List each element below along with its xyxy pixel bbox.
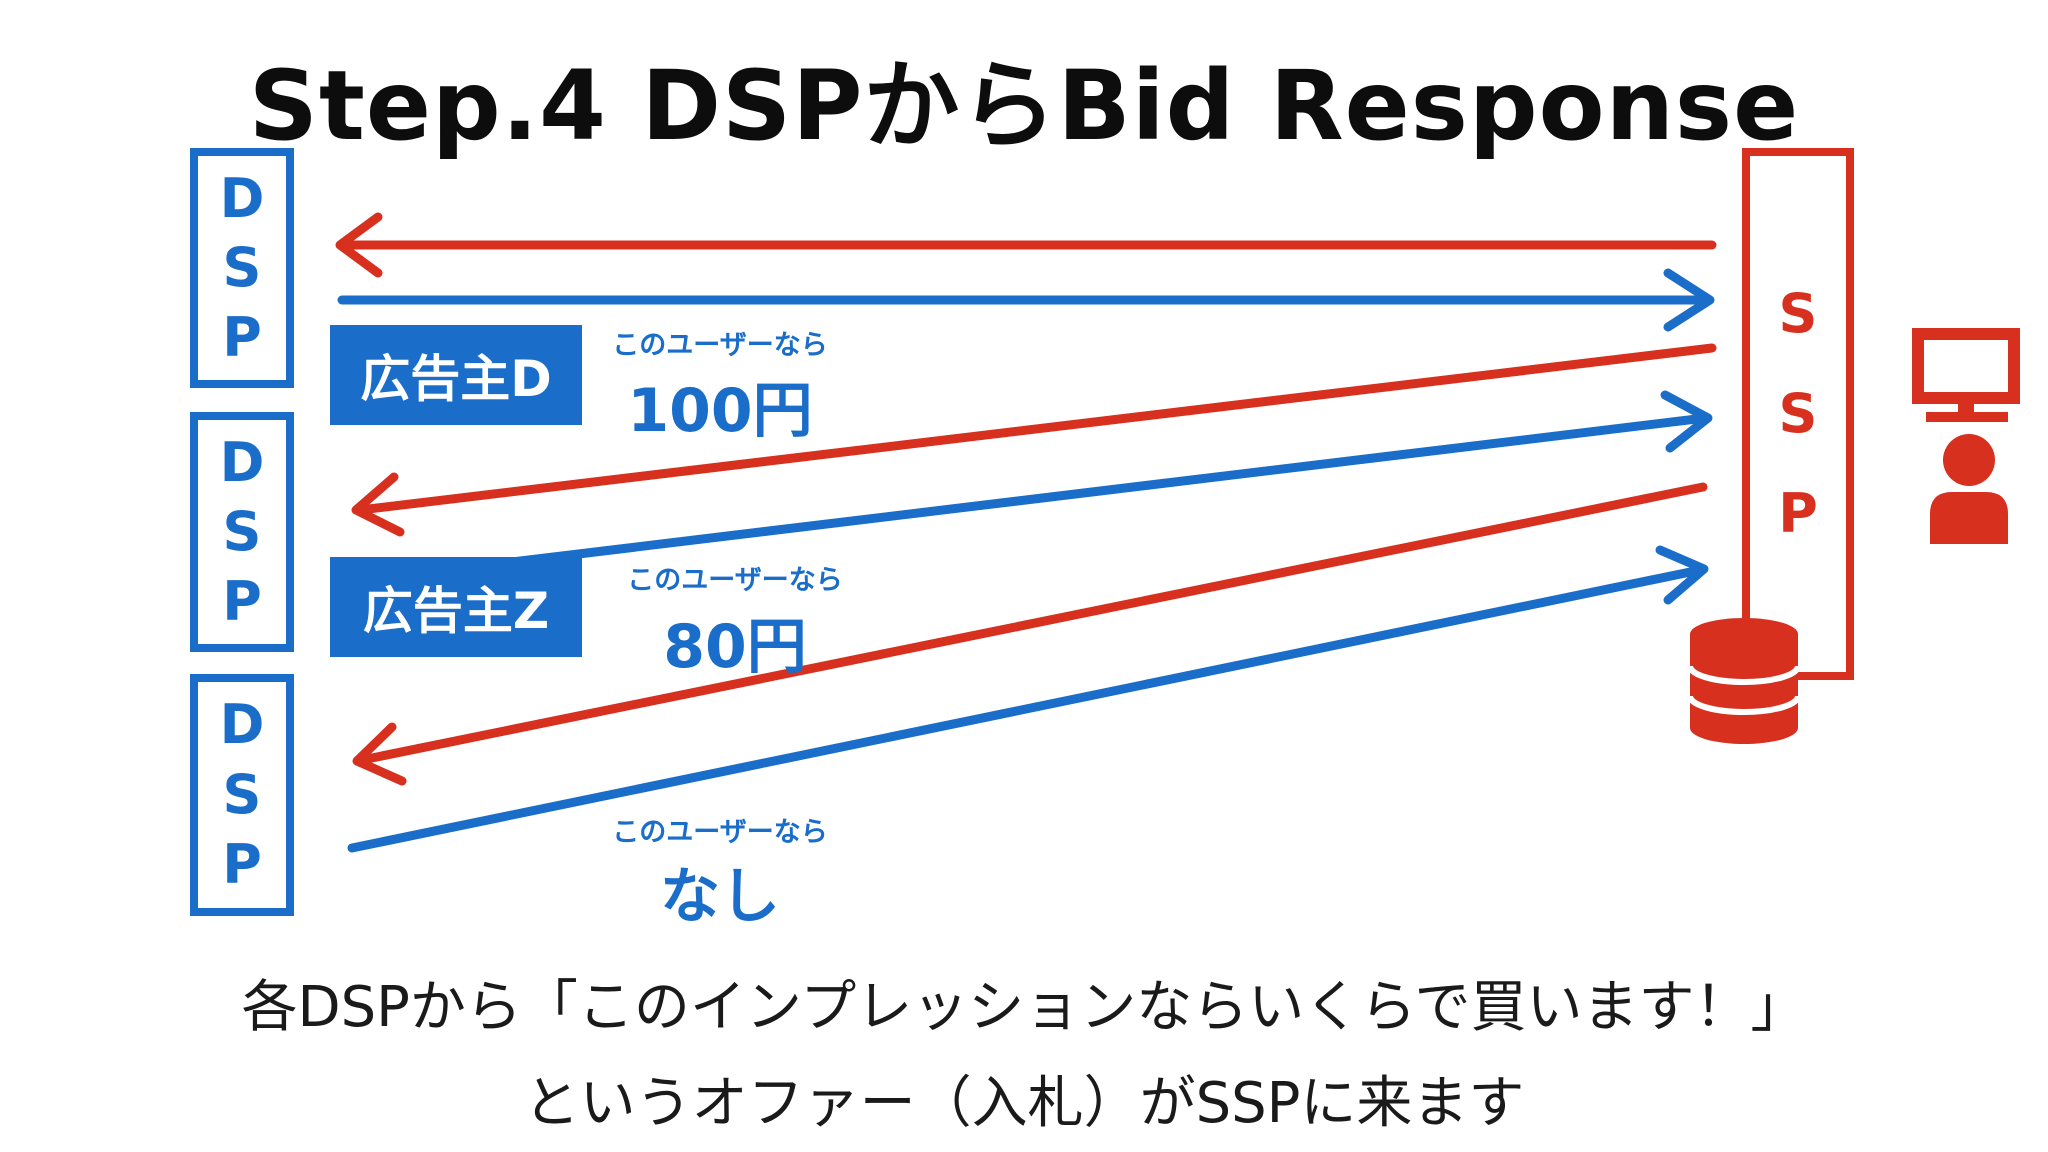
box-letter: P: [222, 569, 262, 633]
offer-caption-2: このユーザーなら: [627, 565, 843, 596]
advertiser-label-d: 広告主D: [330, 325, 582, 425]
footer-line-1: 各DSPから「このインプレッションならいくらで買います！」: [241, 975, 1807, 1040]
database-icon: [1687, 618, 1801, 750]
box-letter: S: [222, 236, 262, 299]
offer-caption-3: このユーザーなら: [612, 817, 828, 848]
offer-price-2: 80円: [663, 612, 807, 682]
user-person-icon: [1928, 432, 2010, 548]
dsp-box-3: D S P: [190, 674, 294, 916]
dsp-box-1: D S P: [190, 148, 294, 388]
box-letter: D: [219, 693, 265, 756]
blue-arrow-response-3: [347, 545, 1709, 853]
box-letter: P: [1778, 482, 1818, 545]
box-letter: P: [222, 833, 262, 896]
blue-arrow-response-1: [337, 268, 1715, 332]
offer-price-3: なし: [660, 862, 780, 932]
dsp-box-2: D S P: [190, 412, 294, 652]
box-letter: D: [219, 430, 265, 494]
page-title: Step.4 DSPからBid Response: [248, 50, 1800, 162]
blue-arrow-response-2: [507, 390, 1713, 567]
computer-monitor-icon: [1912, 328, 2022, 428]
advertiser-label-z: 広告主Z: [330, 557, 582, 657]
red-arrow-request-3: [352, 482, 1708, 786]
box-letter: P: [222, 305, 262, 369]
offer-caption-1: このユーザーなら: [612, 330, 828, 361]
box-letter: S: [1778, 382, 1818, 445]
offer-price-1: 100円: [627, 376, 813, 446]
box-letter: D: [219, 166, 265, 230]
box-letter: S: [222, 763, 262, 826]
footer-line-2: というオファー（入札）がSSPに来ます: [523, 1071, 1525, 1136]
box-letter: S: [1778, 282, 1818, 345]
red-arrow-request-1: [335, 212, 1717, 278]
red-arrow-request-2: [351, 343, 1717, 537]
box-letter: S: [222, 500, 262, 563]
